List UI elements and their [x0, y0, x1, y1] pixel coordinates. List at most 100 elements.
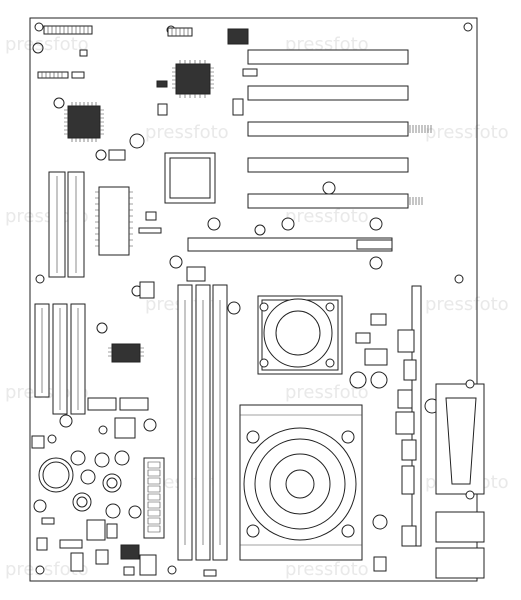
screw [325, 358, 335, 368]
jumper-block [37, 71, 69, 79]
small-chip [157, 103, 168, 116]
pci-slot [247, 157, 409, 173]
pci-slot [247, 49, 409, 65]
voltage-regulator [86, 519, 106, 541]
small-chip [31, 435, 45, 449]
fan-grille [269, 453, 331, 515]
capacitor [169, 255, 183, 269]
small-chip [370, 313, 387, 326]
small-chip [156, 80, 168, 88]
usb-port [435, 511, 485, 543]
small-chip [203, 569, 217, 577]
capacitor [281, 217, 295, 231]
capacitor [129, 133, 145, 149]
ram-slots [177, 266, 228, 561]
northbridge-die [169, 157, 211, 199]
header-pins [171, 28, 189, 36]
mounting-hole [34, 22, 44, 32]
crystal [232, 98, 244, 116]
capacitor [32, 42, 44, 54]
super-io-chip [111, 343, 141, 363]
capacitor [254, 224, 266, 236]
capacitor [105, 503, 121, 519]
small-chip [123, 566, 135, 576]
mounting-hole [35, 565, 45, 575]
cmos-battery-inner [42, 461, 70, 489]
io-controller-chip [67, 105, 101, 139]
watermark-text: pressfoto [5, 34, 89, 55]
screw [341, 430, 355, 444]
connector-pins [41, 308, 79, 410]
watermark-text: pressfoto [285, 206, 369, 227]
inductor-core [76, 496, 88, 508]
watermark-text: pressfoto [425, 294, 509, 315]
chip-leads [172, 60, 214, 98]
slot-pins [409, 125, 432, 133]
capacitor [80, 469, 96, 485]
small-chip [79, 49, 88, 57]
small-chip [108, 149, 126, 161]
inductor-core [106, 477, 118, 489]
capacitor [322, 181, 336, 195]
small-chip [70, 552, 84, 572]
dimm-contacts [184, 300, 221, 545]
capacitor [369, 256, 383, 270]
voltage-regulator [120, 544, 140, 560]
capacitor [128, 505, 142, 519]
capacitor [114, 450, 130, 466]
inductor-coil [102, 473, 122, 493]
jack-connector [395, 411, 415, 435]
dimm-latch [186, 266, 206, 282]
slot-pins [409, 197, 423, 205]
small-chip [139, 281, 155, 299]
capacitor [98, 425, 108, 435]
watermark-text: pressfoto [285, 382, 369, 403]
mounting-hole [35, 274, 45, 284]
chipset-fan [243, 427, 357, 541]
small-chip [401, 525, 417, 547]
header-connector [119, 397, 149, 411]
capacitor [207, 217, 221, 231]
screw [325, 302, 335, 312]
header-connector [401, 465, 415, 495]
capacitor [95, 149, 107, 161]
clock-chip [227, 28, 249, 45]
serial-screw [465, 379, 475, 389]
capacitor [227, 301, 241, 315]
connector-pins [56, 176, 77, 273]
capacitor [59, 414, 73, 428]
capacitor [94, 452, 110, 468]
heatsink-frame [240, 414, 362, 546]
bios-chip [98, 186, 130, 256]
capacitor [349, 371, 367, 389]
inductor-coil [72, 492, 92, 512]
header-pins [47, 26, 89, 34]
small-chip [242, 68, 258, 77]
small-chip [95, 549, 109, 565]
jack-connector [397, 329, 415, 353]
screw [259, 302, 269, 312]
capacitor [143, 418, 157, 432]
screw [246, 430, 260, 444]
serial-screw [465, 490, 475, 500]
capacitor [96, 322, 108, 334]
fan-hub [285, 469, 315, 499]
screw [246, 524, 260, 538]
small-chip [106, 523, 118, 539]
small-chip [71, 71, 85, 79]
mounting-hole [463, 22, 473, 32]
capacitor [53, 97, 65, 109]
small-chip [401, 439, 417, 461]
lan-port [435, 547, 485, 579]
cmos-battery [38, 457, 74, 493]
small-chip [145, 211, 157, 221]
screw [259, 358, 269, 368]
capacitor [372, 514, 388, 530]
header-connector [87, 397, 117, 411]
small-chip [36, 537, 48, 551]
capacitor [369, 217, 383, 231]
mounting-hole [167, 565, 177, 575]
pci-slot [247, 193, 409, 209]
small-chip [139, 554, 157, 576]
